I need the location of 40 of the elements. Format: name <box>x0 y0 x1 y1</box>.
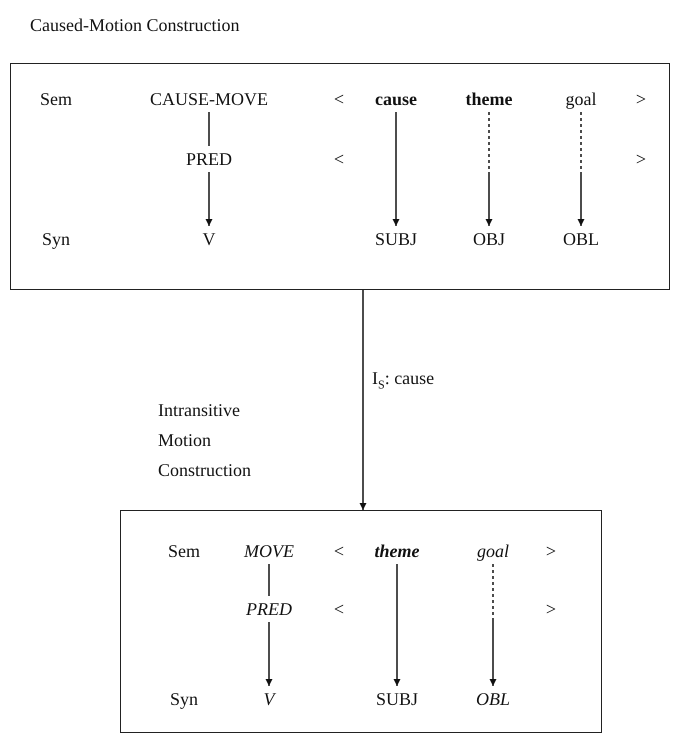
role-label: theme <box>374 541 420 561</box>
arrow <box>266 622 272 686</box>
angle-bracket: > <box>546 599 556 619</box>
arrow <box>394 564 400 686</box>
angle-bracket: < <box>334 149 344 169</box>
arrow <box>490 564 496 686</box>
pred-label: PRED <box>246 599 292 619</box>
grammatical-function: OBJ <box>473 229 505 249</box>
construction-title: Caused-Motion Construction <box>30 14 240 37</box>
angle-bracket: < <box>334 541 344 561</box>
verb-label: V <box>202 229 216 249</box>
role-label: goal <box>477 541 509 561</box>
verb-label: V <box>264 689 274 709</box>
pred-label: PRED <box>186 149 232 169</box>
angle-bracket: < <box>334 89 344 109</box>
grammatical-function: SUBJ <box>376 689 418 709</box>
angle-bracket: < <box>334 599 344 619</box>
row-label: Syn <box>42 229 70 249</box>
grammatical-function: OBL <box>476 689 510 709</box>
predicate-name: MOVE <box>244 541 294 561</box>
construction-title: Intransitive Motion Construction <box>158 399 252 482</box>
arrow <box>578 112 584 226</box>
row-label: Sem <box>168 541 200 561</box>
arrow <box>392 112 400 226</box>
grammatical-function: OBL <box>563 229 599 249</box>
angle-bracket: > <box>636 149 646 169</box>
arrow <box>206 172 212 226</box>
angle-bracket: > <box>546 541 556 561</box>
row-label: Syn <box>170 689 198 709</box>
predicate-name: CAUSE-MOVE <box>150 89 268 109</box>
connector-line <box>208 112 210 146</box>
arrow <box>486 112 492 226</box>
role-label: goal <box>566 89 596 109</box>
role-label: theme <box>466 89 512 109</box>
role-label: cause <box>375 89 417 109</box>
row-label: Sem <box>40 89 72 109</box>
grammatical-function: SUBJ <box>374 229 418 249</box>
angle-bracket: > <box>636 89 646 109</box>
connector-line <box>268 564 270 596</box>
arrow <box>360 290 366 510</box>
